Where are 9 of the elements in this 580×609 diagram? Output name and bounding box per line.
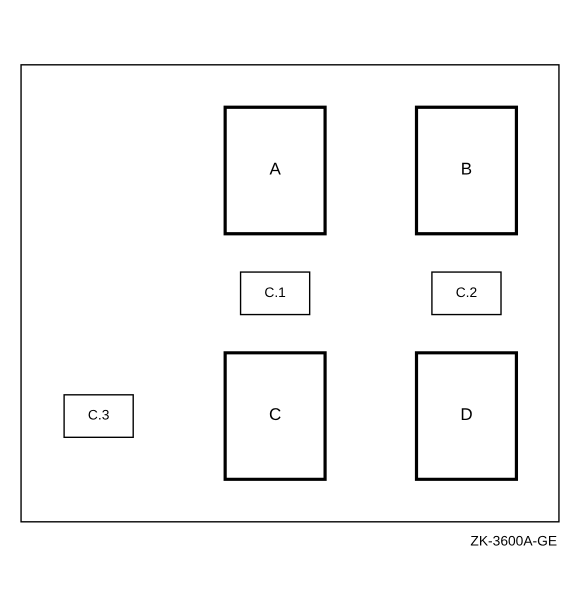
node-box: A [224, 105, 327, 235]
node-box: C.2 [431, 270, 502, 315]
node-box: C [224, 350, 327, 480]
node-box: C.1 [240, 270, 310, 315]
node-box: D [414, 350, 518, 480]
node-box: B [414, 105, 518, 235]
caption: ZK-3600A-GE [470, 532, 558, 548]
cluster [20, 64, 560, 522]
node-box: C.3 [63, 394, 134, 438]
